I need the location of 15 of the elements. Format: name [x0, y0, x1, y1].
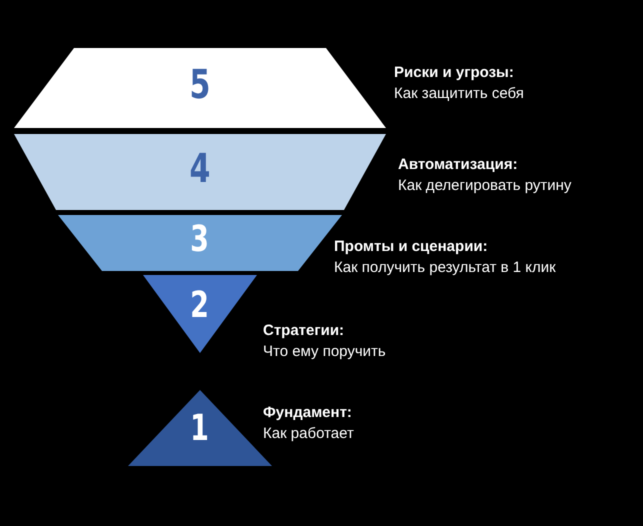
tier-number: 4: [190, 146, 210, 192]
tier-heading: Промты и сценарии:: [334, 238, 488, 255]
tier-heading: Автоматизация:: [398, 156, 518, 173]
tier-number: 3: [190, 219, 210, 260]
tier-description: Что ему поручить: [263, 343, 386, 360]
tier-heading: Риски и угрозы:: [394, 64, 514, 81]
tier-description: Как получить результат в 1 клик: [334, 259, 556, 276]
tier-description: Как защитить себя: [394, 85, 524, 102]
tier-description: Как работает: [263, 425, 354, 442]
tier-number: 5: [190, 62, 210, 108]
tier-heading: Фундамент:: [263, 404, 352, 421]
tier-number: 2: [190, 285, 210, 326]
tier-heading: Стратегии:: [263, 322, 344, 339]
tier-number: 1: [190, 408, 210, 449]
tier-description: Как делегировать рутину: [398, 177, 572, 194]
